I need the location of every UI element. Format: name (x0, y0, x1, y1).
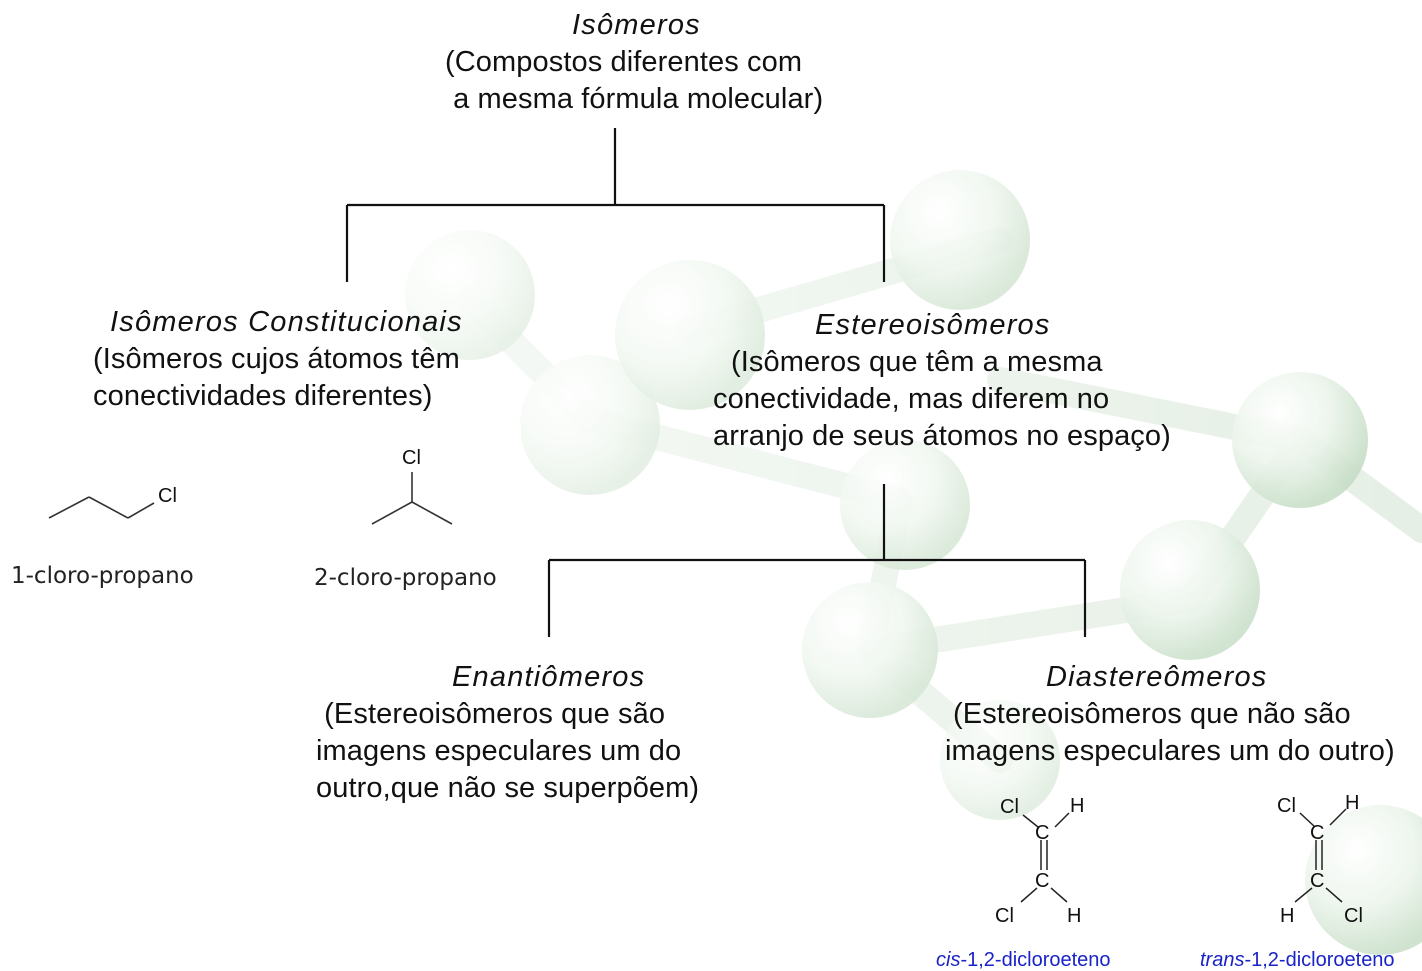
molecule-cis-dichloroethene: Cl H C C Cl H (995, 795, 1084, 927)
atom-c: C (1310, 870, 1324, 892)
node-constitutional-desc-2: conectividades diferentes) (93, 380, 433, 412)
atom-h: H (1345, 792, 1359, 814)
node-diastereomers-desc-1: (Estereoisômeros que não são (953, 698, 1351, 730)
atom-cl: Cl (158, 485, 177, 507)
node-diastereomers-title: Diastereômeros (1046, 661, 1268, 693)
caption-cis-suffix: -1,2-dicloroeteno (960, 949, 1111, 971)
node-stereoisomers-title: Estereoisômeros (815, 309, 1051, 341)
caption-cis-prefix: cis (936, 949, 961, 971)
node-stereoisomers-desc-1: (Isômeros que têm a mesma (731, 346, 1103, 378)
node-enantiomers-title: Enantiômeros (452, 661, 646, 693)
atom-h: H (1070, 795, 1084, 817)
node-diastereomers: Diastereômeros (Estereoisômeros que não … (945, 659, 1395, 770)
molecule-2-chloropropane: Cl (371, 447, 453, 525)
node-isomers-title: Isômeros (572, 9, 701, 41)
atom-cl: Cl (402, 447, 421, 469)
node-stereoisomers-desc-3: arranjo de seus átomos no espaço) (713, 420, 1171, 452)
atom-cl: Cl (1344, 905, 1363, 927)
node-isomers-desc-2: a mesma fórmula molecular) (445, 83, 824, 115)
caption-trans-suffix: -1,2-dicloroeteno (1244, 949, 1395, 971)
label-1-chloropropane: 1-cloro-propano (11, 563, 194, 589)
label-2-chloropropane: 2-cloro-propano (314, 565, 497, 591)
node-enantiomers-desc-2: imagens especulares um do (316, 735, 682, 767)
node-enantiomers-desc-3: outro,que não se superpõem) (316, 772, 700, 804)
node-enantiomers-desc-1: (Estereoisômeros que são (316, 698, 666, 730)
node-isomers-desc-1: (Compostos diferentes com (445, 46, 803, 78)
atom-h: H (1280, 905, 1294, 927)
caption-trans-dichloroethene: trans-1,2-dicloroeteno (1200, 949, 1395, 971)
node-isomers: Isômeros (Compostos diferentes com a mes… (445, 7, 823, 118)
atom-h: H (1067, 905, 1081, 927)
atom-c: C (1035, 822, 1049, 844)
node-constitutional-title: Isômeros Constitucionais (110, 306, 463, 338)
node-enantiomers: Enantiômeros (Estereoisômeros que são im… (316, 659, 699, 807)
atom-c: C (1035, 870, 1049, 892)
constitutional-examples-panel: Cl 1-cloro-propano Cl 2-cloro-propano (11, 425, 521, 615)
molecule-1-chloropropane: Cl (48, 485, 177, 519)
node-constitutional-isomers: Isômeros Constitucionais (Isômeros cujos… (93, 304, 463, 415)
atom-cl: Cl (1000, 796, 1019, 818)
molecule-trans-dichloroethene: Cl H C C H Cl (1277, 792, 1363, 927)
atom-cl: Cl (1277, 795, 1296, 817)
node-stereoisomers-desc-2: conectividade, mas diferem no (713, 383, 1110, 415)
node-diastereomers-desc-2: imagens especulares um do outro) (945, 735, 1395, 767)
node-stereoisomers: Estereoisômeros (Isômeros que têm a mesm… (713, 307, 1171, 455)
node-constitutional-desc-1: (Isômeros cujos átomos têm (93, 343, 460, 375)
caption-trans-prefix: trans (1200, 949, 1245, 971)
atom-cl: Cl (995, 905, 1014, 927)
caption-cis-dichloroethene: cis-1,2-dicloroeteno (936, 949, 1111, 971)
atom-c: C (1310, 822, 1324, 844)
